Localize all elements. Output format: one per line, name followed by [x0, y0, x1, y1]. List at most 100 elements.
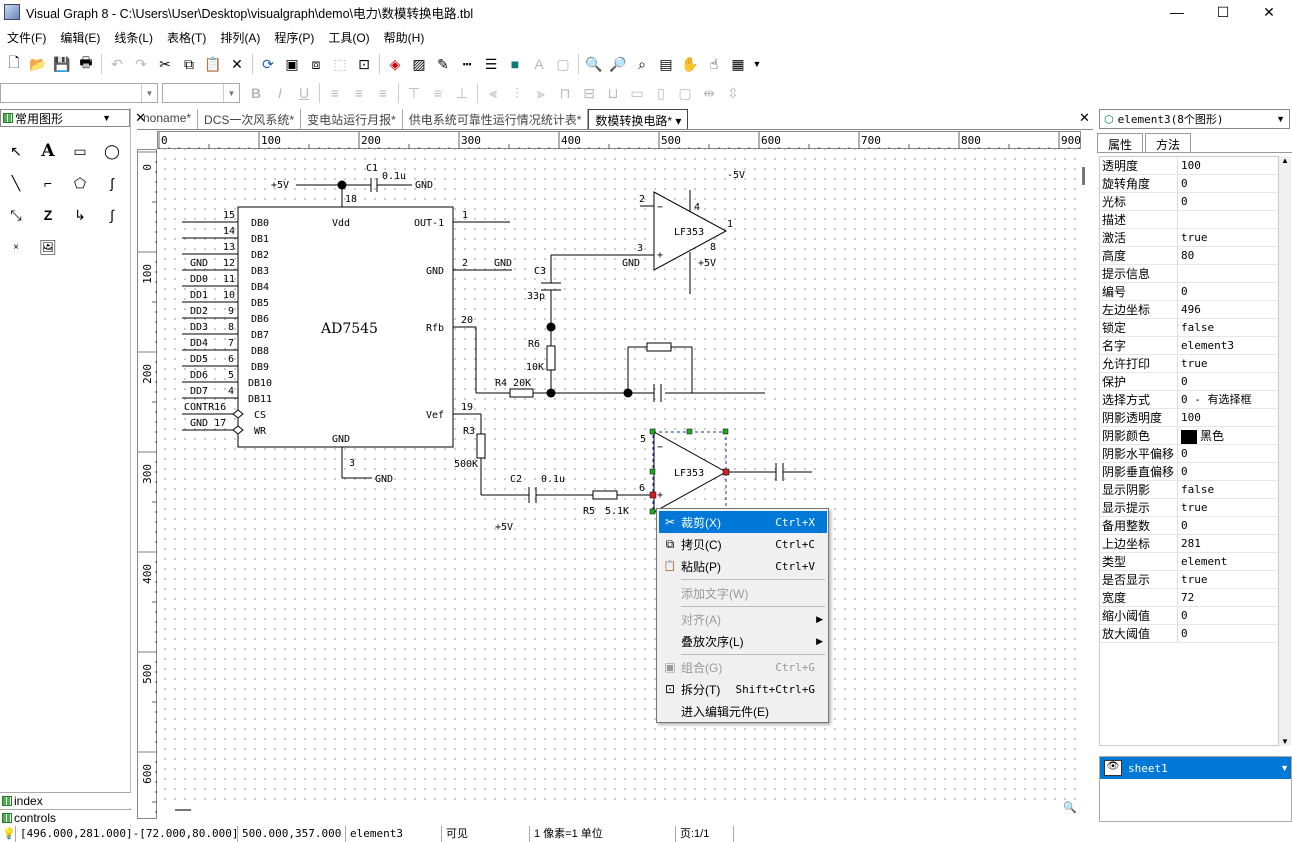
align-right-icon[interactable]: ≡: [378, 85, 388, 101]
font-size-combo[interactable]: ▼: [162, 83, 240, 103]
zoom-out-icon[interactable]: 🔎: [609, 55, 627, 72]
menu-add-text[interactable]: 添加文字(W): [659, 582, 827, 604]
same-height-icon[interactable]: ▯: [657, 84, 665, 101]
align-left-icon[interactable]: ≡: [330, 85, 340, 101]
chevron-down-icon[interactable]: ▼: [752, 59, 762, 69]
chevron-down-icon[interactable]: ▼: [1280, 763, 1289, 773]
group-icon[interactable]: ▣: [285, 55, 299, 72]
menu-cut[interactable]: ✂ 裁剪(X) Ctrl+X: [659, 511, 827, 533]
text-tool-icon[interactable]: A: [41, 141, 55, 161]
fill-color-icon[interactable]: ◈: [389, 55, 401, 72]
property-value[interactable]: 黑色: [1178, 427, 1278, 444]
curve-tool-icon[interactable]: ʃ: [110, 175, 114, 191]
line-tool-icon[interactable]: ╲: [11, 174, 21, 191]
same-width-icon[interactable]: ▭: [630, 84, 644, 101]
property-value[interactable]: 0: [1181, 285, 1188, 298]
font-color-icon[interactable]: A: [534, 56, 544, 72]
property-value[interactable]: 0: [1181, 447, 1188, 460]
property-value[interactable]: true: [1181, 357, 1208, 370]
property-value[interactable]: 0: [1181, 375, 1188, 388]
property-value[interactable]: 0 - 有选择框: [1181, 393, 1252, 406]
ellipse-tool-icon[interactable]: ◯: [104, 142, 120, 159]
eye-icon[interactable]: 👁: [1104, 760, 1122, 776]
tab-methods[interactable]: 方法: [1145, 133, 1192, 152]
horizontal-scrollbar[interactable]: 🔍: [157, 801, 1077, 819]
property-value[interactable]: 80: [1181, 249, 1195, 262]
close-icon[interactable]: ✕: [1079, 110, 1090, 125]
polygon-tool-icon[interactable]: ⬠: [73, 174, 87, 191]
menu-file[interactable]: 文件(F): [7, 30, 47, 45]
property-value[interactable]: 0: [1181, 195, 1188, 208]
rectangle-tool-icon[interactable]: ▭: [73, 142, 87, 159]
property-value[interactable]: 100: [1181, 411, 1201, 424]
align-lefts-icon[interactable]: ⫷: [489, 84, 497, 101]
point-tool-icon[interactable]: ×: [13, 241, 19, 253]
z-connector-tool-icon[interactable]: Z: [43, 207, 53, 223]
select-hand-icon[interactable]: ☝: [709, 55, 719, 72]
property-value[interactable]: true: [1181, 501, 1208, 514]
property-scrollbar[interactable]: ▲ ▼: [1279, 156, 1291, 746]
property-value[interactable]: true: [1181, 573, 1208, 586]
menu-copy[interactable]: ⧉ 拷贝(C) Ctrl+C: [659, 533, 827, 555]
zoom-corner-icon[interactable]: 🔍: [1063, 802, 1077, 814]
valign-top-icon[interactable]: ⊤: [407, 84, 421, 101]
new-file-icon[interactable]: 🗋: [8, 54, 20, 70]
curve-connector-tool-icon[interactable]: ∫: [110, 207, 114, 223]
menu-paste[interactable]: 📋 粘贴(P) Ctrl+V: [659, 555, 827, 577]
property-row[interactable]: 提示信息: [1100, 265, 1278, 283]
ad7545-chip[interactable]: [237, 206, 454, 448]
undo-icon[interactable]: ↶: [111, 55, 123, 72]
line-color-icon[interactable]: ✎: [437, 55, 449, 72]
cut-icon[interactable]: ✂: [159, 55, 171, 72]
close-icon[interactable]: ✕: [135, 110, 146, 125]
vertical-scrollbar[interactable]: [1077, 149, 1091, 819]
property-row[interactable]: 描述: [1100, 211, 1278, 229]
scroll-thumb[interactable]: [175, 809, 191, 811]
property-value[interactable]: 281: [1181, 537, 1201, 550]
menu-tools[interactable]: 工具(O): [328, 30, 370, 45]
grid-icon[interactable]: ▦: [731, 55, 745, 72]
pointer-tool-icon[interactable]: ↖: [10, 142, 22, 159]
same-size-icon[interactable]: ▢: [678, 84, 692, 101]
property-value[interactable]: 0: [1181, 519, 1188, 532]
v-space-icon[interactable]: ⇳: [727, 84, 739, 101]
menu-line[interactable]: 线条(L): [114, 30, 153, 45]
menu-edit-element[interactable]: 进入编辑元件(E): [659, 700, 827, 722]
property-value[interactable]: [1178, 265, 1278, 282]
align-center-icon[interactable]: ≡: [354, 85, 364, 101]
property-value[interactable]: 100: [1181, 159, 1201, 172]
property-value[interactable]: 496: [1181, 303, 1201, 316]
align-tops-icon[interactable]: ⊓: [559, 84, 571, 101]
italic-icon[interactable]: I: [278, 85, 282, 101]
property-value[interactable]: 0: [1181, 627, 1188, 640]
property-value[interactable]: false: [1181, 483, 1215, 496]
menu-help[interactable]: 帮助(H): [383, 30, 425, 45]
line-width-icon[interactable]: ☰: [484, 55, 498, 72]
shadow-icon[interactable]: ■: [510, 56, 520, 72]
property-value[interactable]: element: [1181, 555, 1228, 568]
tab-substation-report[interactable]: 变电站运行月报*: [301, 109, 403, 129]
property-value[interactable]: [1178, 211, 1278, 228]
h-space-icon[interactable]: ⇹: [703, 84, 715, 101]
redo-icon[interactable]: ↷: [135, 55, 147, 72]
align-icon[interactable]: ⬚: [333, 55, 347, 72]
tab-reliability[interactable]: 供电系统可靠性运行情况统计表*: [403, 109, 589, 129]
polyline-tool-icon[interactable]: ⌐: [43, 175, 53, 191]
align-bottoms-icon[interactable]: ⊔: [607, 84, 619, 101]
save-icon[interactable]: 💾: [53, 55, 71, 72]
refresh-icon[interactable]: ⟳: [262, 55, 274, 72]
open-folder-icon[interactable]: 📂: [29, 55, 47, 72]
